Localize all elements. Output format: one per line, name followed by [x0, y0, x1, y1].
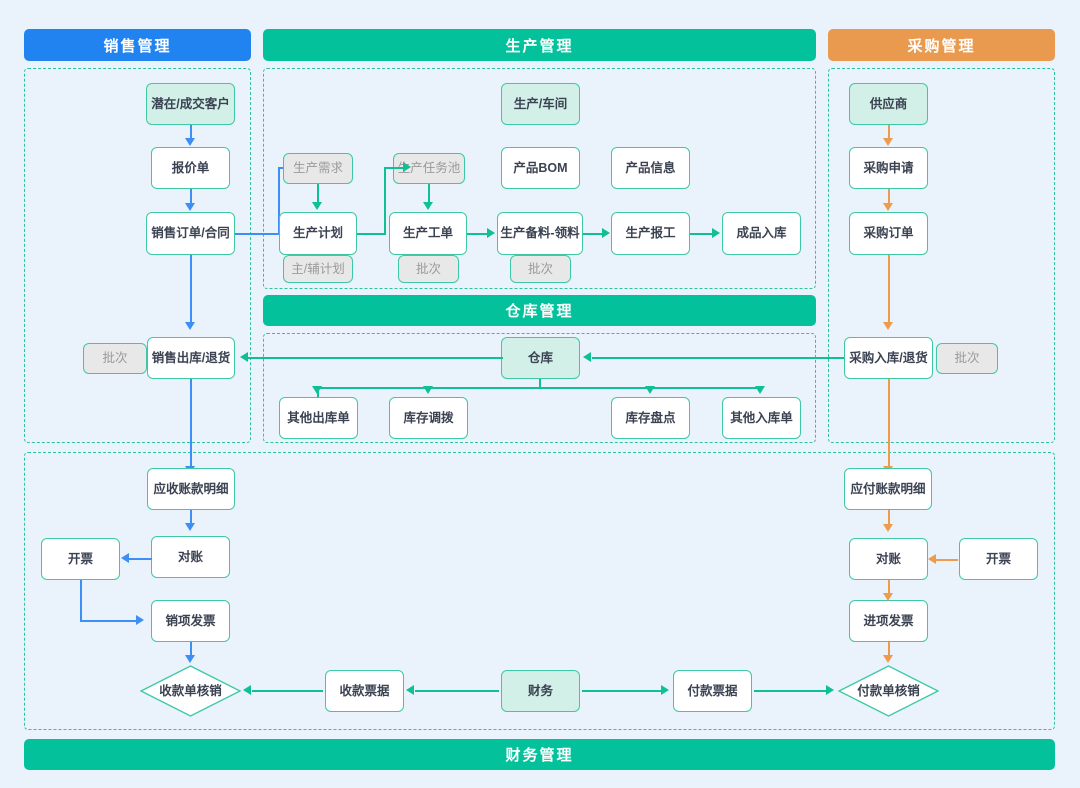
node-receipt-voucher[interactable]: 收款票据 — [325, 670, 404, 712]
node-payment-writeoff[interactable]: 付款单核销 — [838, 665, 939, 717]
node-receipt-writeoff[interactable]: 收款单核销 — [140, 665, 241, 717]
node-ap-reconcile[interactable]: 对账 — [849, 538, 928, 580]
node-purchase-requisition[interactable]: 采购申请 — [849, 147, 928, 189]
region-warehouse — [263, 333, 816, 443]
node-potential-customer[interactable]: 潜在/成交客户 — [146, 83, 235, 125]
node-purchase-receipt[interactable]: 采购入库/退货 — [844, 337, 933, 379]
node-production-picking[interactable]: 生产备料-领料 — [497, 212, 583, 255]
node-ar-detail[interactable]: 应收账款明细 — [147, 468, 235, 510]
node-ar-reconcile[interactable]: 对账 — [151, 536, 230, 578]
node-picking-batch-tag[interactable]: 批次 — [510, 255, 571, 283]
diamond-shape — [140, 665, 241, 717]
node-production-reporting[interactable]: 生产报工 — [611, 212, 690, 255]
section-header-finance: 财务管理 — [24, 739, 1055, 770]
node-supplier[interactable]: 供应商 — [849, 83, 928, 125]
node-ar-invoicing[interactable]: 开票 — [41, 538, 120, 580]
diamond-shape — [838, 665, 939, 717]
node-sales-order[interactable]: 销售订单/合同 — [146, 212, 235, 255]
node-inventory-stocktake[interactable]: 库存盘点 — [611, 397, 690, 439]
section-header-sales: 销售管理 — [24, 29, 251, 61]
node-payment-voucher[interactable]: 付款票据 — [673, 670, 752, 712]
node-production-plan[interactable]: 生产计划 — [279, 212, 357, 255]
region-purchase — [828, 68, 1055, 443]
node-work-order-batch-tag[interactable]: 批次 — [398, 255, 459, 283]
section-header-production: 生产管理 — [263, 29, 816, 61]
region-finance — [24, 452, 1055, 730]
node-purchase-invoice[interactable]: 进项发票 — [849, 600, 928, 642]
node-ap-invoicing[interactable]: 开票 — [959, 538, 1038, 580]
node-sales-delivery[interactable]: 销售出库/退货 — [147, 337, 235, 379]
node-other-inbound[interactable]: 其他入库单 — [722, 397, 801, 439]
node-product-bom[interactable]: 产品BOM — [501, 147, 580, 189]
node-finished-goods-in[interactable]: 成品入库 — [722, 212, 801, 255]
node-sales-batch-tag[interactable]: 批次 — [83, 343, 147, 374]
node-other-outbound[interactable]: 其他出库单 — [279, 397, 358, 439]
section-header-purchase: 采购管理 — [828, 29, 1055, 61]
section-header-warehouse: 仓库管理 — [263, 295, 816, 326]
node-plan-batch-tag[interactable]: 主/辅计划 — [283, 255, 353, 283]
node-product-info[interactable]: 产品信息 — [611, 147, 690, 189]
node-label: 收款单核销 — [159, 683, 222, 698]
node-production-work-order[interactable]: 生产工单 — [389, 212, 467, 255]
node-label: 付款单核销 — [857, 683, 920, 698]
node-inventory-transfer[interactable]: 库存调拨 — [389, 397, 468, 439]
node-purchase-batch-tag[interactable]: 批次 — [936, 343, 998, 374]
node-warehouse-hub[interactable]: 仓库 — [501, 337, 580, 379]
node-ap-detail[interactable]: 应付账款明细 — [844, 468, 932, 510]
node-sales-invoice[interactable]: 销项发票 — [151, 600, 230, 642]
node-purchase-order[interactable]: 采购订单 — [849, 212, 928, 255]
node-finance-hub[interactable]: 财务 — [501, 670, 580, 712]
region-production — [263, 68, 816, 289]
region-sales — [24, 68, 251, 443]
node-production-demand[interactable]: 生产需求 — [283, 153, 353, 184]
node-production-workshop[interactable]: 生产/车间 — [501, 83, 580, 125]
node-quotation[interactable]: 报价单 — [151, 147, 230, 189]
